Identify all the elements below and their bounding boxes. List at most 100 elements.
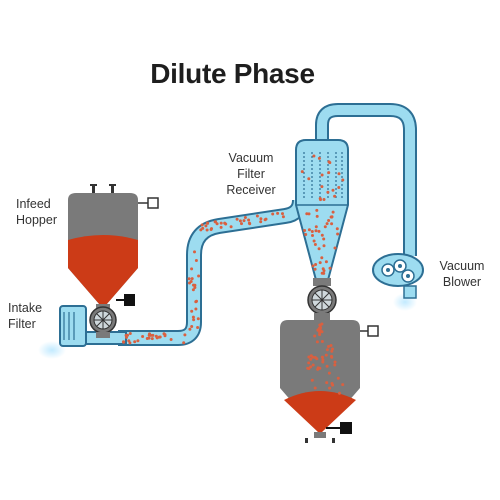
particle	[304, 233, 308, 236]
rotary-valve-infeed	[89, 294, 135, 338]
particle	[327, 171, 331, 175]
particle	[341, 383, 345, 387]
particle	[310, 378, 314, 382]
particle	[194, 259, 198, 262]
particle	[314, 229, 318, 233]
particle	[215, 222, 219, 226]
particle	[341, 178, 345, 182]
particle	[320, 340, 324, 343]
particle	[235, 217, 239, 221]
particle	[327, 345, 330, 348]
particle	[330, 222, 334, 226]
particle	[331, 347, 334, 351]
particle	[141, 335, 145, 338]
particle	[242, 219, 246, 223]
particle	[322, 244, 326, 248]
material-particles	[122, 154, 345, 395]
particle	[322, 269, 326, 273]
particle	[338, 391, 341, 395]
particle	[320, 185, 324, 189]
particle	[219, 221, 223, 225]
particle	[309, 365, 313, 369]
particle	[328, 161, 332, 165]
particle	[322, 271, 326, 275]
particle	[318, 366, 322, 370]
particle	[204, 224, 208, 228]
particle	[191, 288, 195, 292]
particle	[193, 283, 197, 287]
particle	[229, 225, 233, 229]
particle	[311, 234, 314, 237]
particle	[319, 198, 322, 202]
particle	[333, 246, 337, 250]
particle	[314, 225, 318, 229]
particle	[329, 344, 333, 347]
particle	[321, 360, 325, 364]
particle	[333, 360, 337, 364]
particle	[325, 348, 329, 352]
particle	[247, 218, 251, 222]
vacuum-line	[315, 103, 417, 256]
particle	[182, 341, 186, 345]
particle	[127, 339, 131, 343]
vacuum-filter-receiver	[295, 139, 349, 286]
particle	[240, 222, 243, 226]
particle	[196, 326, 200, 329]
particle	[325, 364, 329, 368]
particle	[320, 256, 324, 260]
particle	[248, 222, 252, 226]
particle	[193, 250, 196, 254]
particle	[328, 386, 332, 390]
particle	[330, 355, 334, 359]
particle	[312, 154, 316, 158]
particle	[320, 355, 324, 359]
particle	[190, 267, 194, 271]
particle	[195, 299, 198, 303]
particle	[331, 210, 335, 214]
particle	[313, 334, 317, 338]
particle	[196, 317, 200, 321]
particle	[190, 325, 194, 328]
particle	[315, 208, 319, 212]
particle	[337, 172, 341, 176]
particle	[271, 212, 275, 216]
particle	[255, 214, 259, 218]
particle	[276, 211, 280, 215]
particle	[122, 340, 126, 344]
particle	[335, 227, 339, 231]
particle	[311, 264, 315, 268]
particle	[312, 239, 316, 243]
particle	[223, 221, 227, 225]
particle	[321, 358, 325, 362]
particle	[314, 263, 318, 266]
particle	[133, 340, 137, 344]
particle	[324, 260, 328, 264]
particle	[189, 280, 193, 283]
particle	[310, 230, 314, 233]
particle	[327, 371, 331, 375]
particle	[191, 315, 195, 319]
vacuum-blower	[372, 253, 424, 311]
particle	[307, 355, 311, 359]
particle	[128, 332, 132, 335]
particle	[213, 220, 217, 224]
label-intake-filter: Intake Filter	[8, 301, 43, 331]
label-vacuum-filter-receiver: Vacuum Filter Receiver	[226, 151, 276, 197]
particle	[148, 332, 151, 336]
particle	[190, 309, 194, 313]
particle	[333, 194, 337, 198]
particle	[201, 226, 205, 230]
particle	[326, 190, 330, 194]
particle	[126, 333, 129, 337]
particle	[322, 237, 326, 241]
particle	[200, 223, 204, 227]
particle	[303, 229, 307, 232]
particle	[320, 233, 324, 237]
particle	[317, 229, 321, 233]
particle	[307, 361, 311, 365]
conveying-pipe	[118, 199, 308, 346]
particle	[336, 232, 340, 236]
particle	[169, 338, 173, 341]
particle	[192, 318, 196, 322]
